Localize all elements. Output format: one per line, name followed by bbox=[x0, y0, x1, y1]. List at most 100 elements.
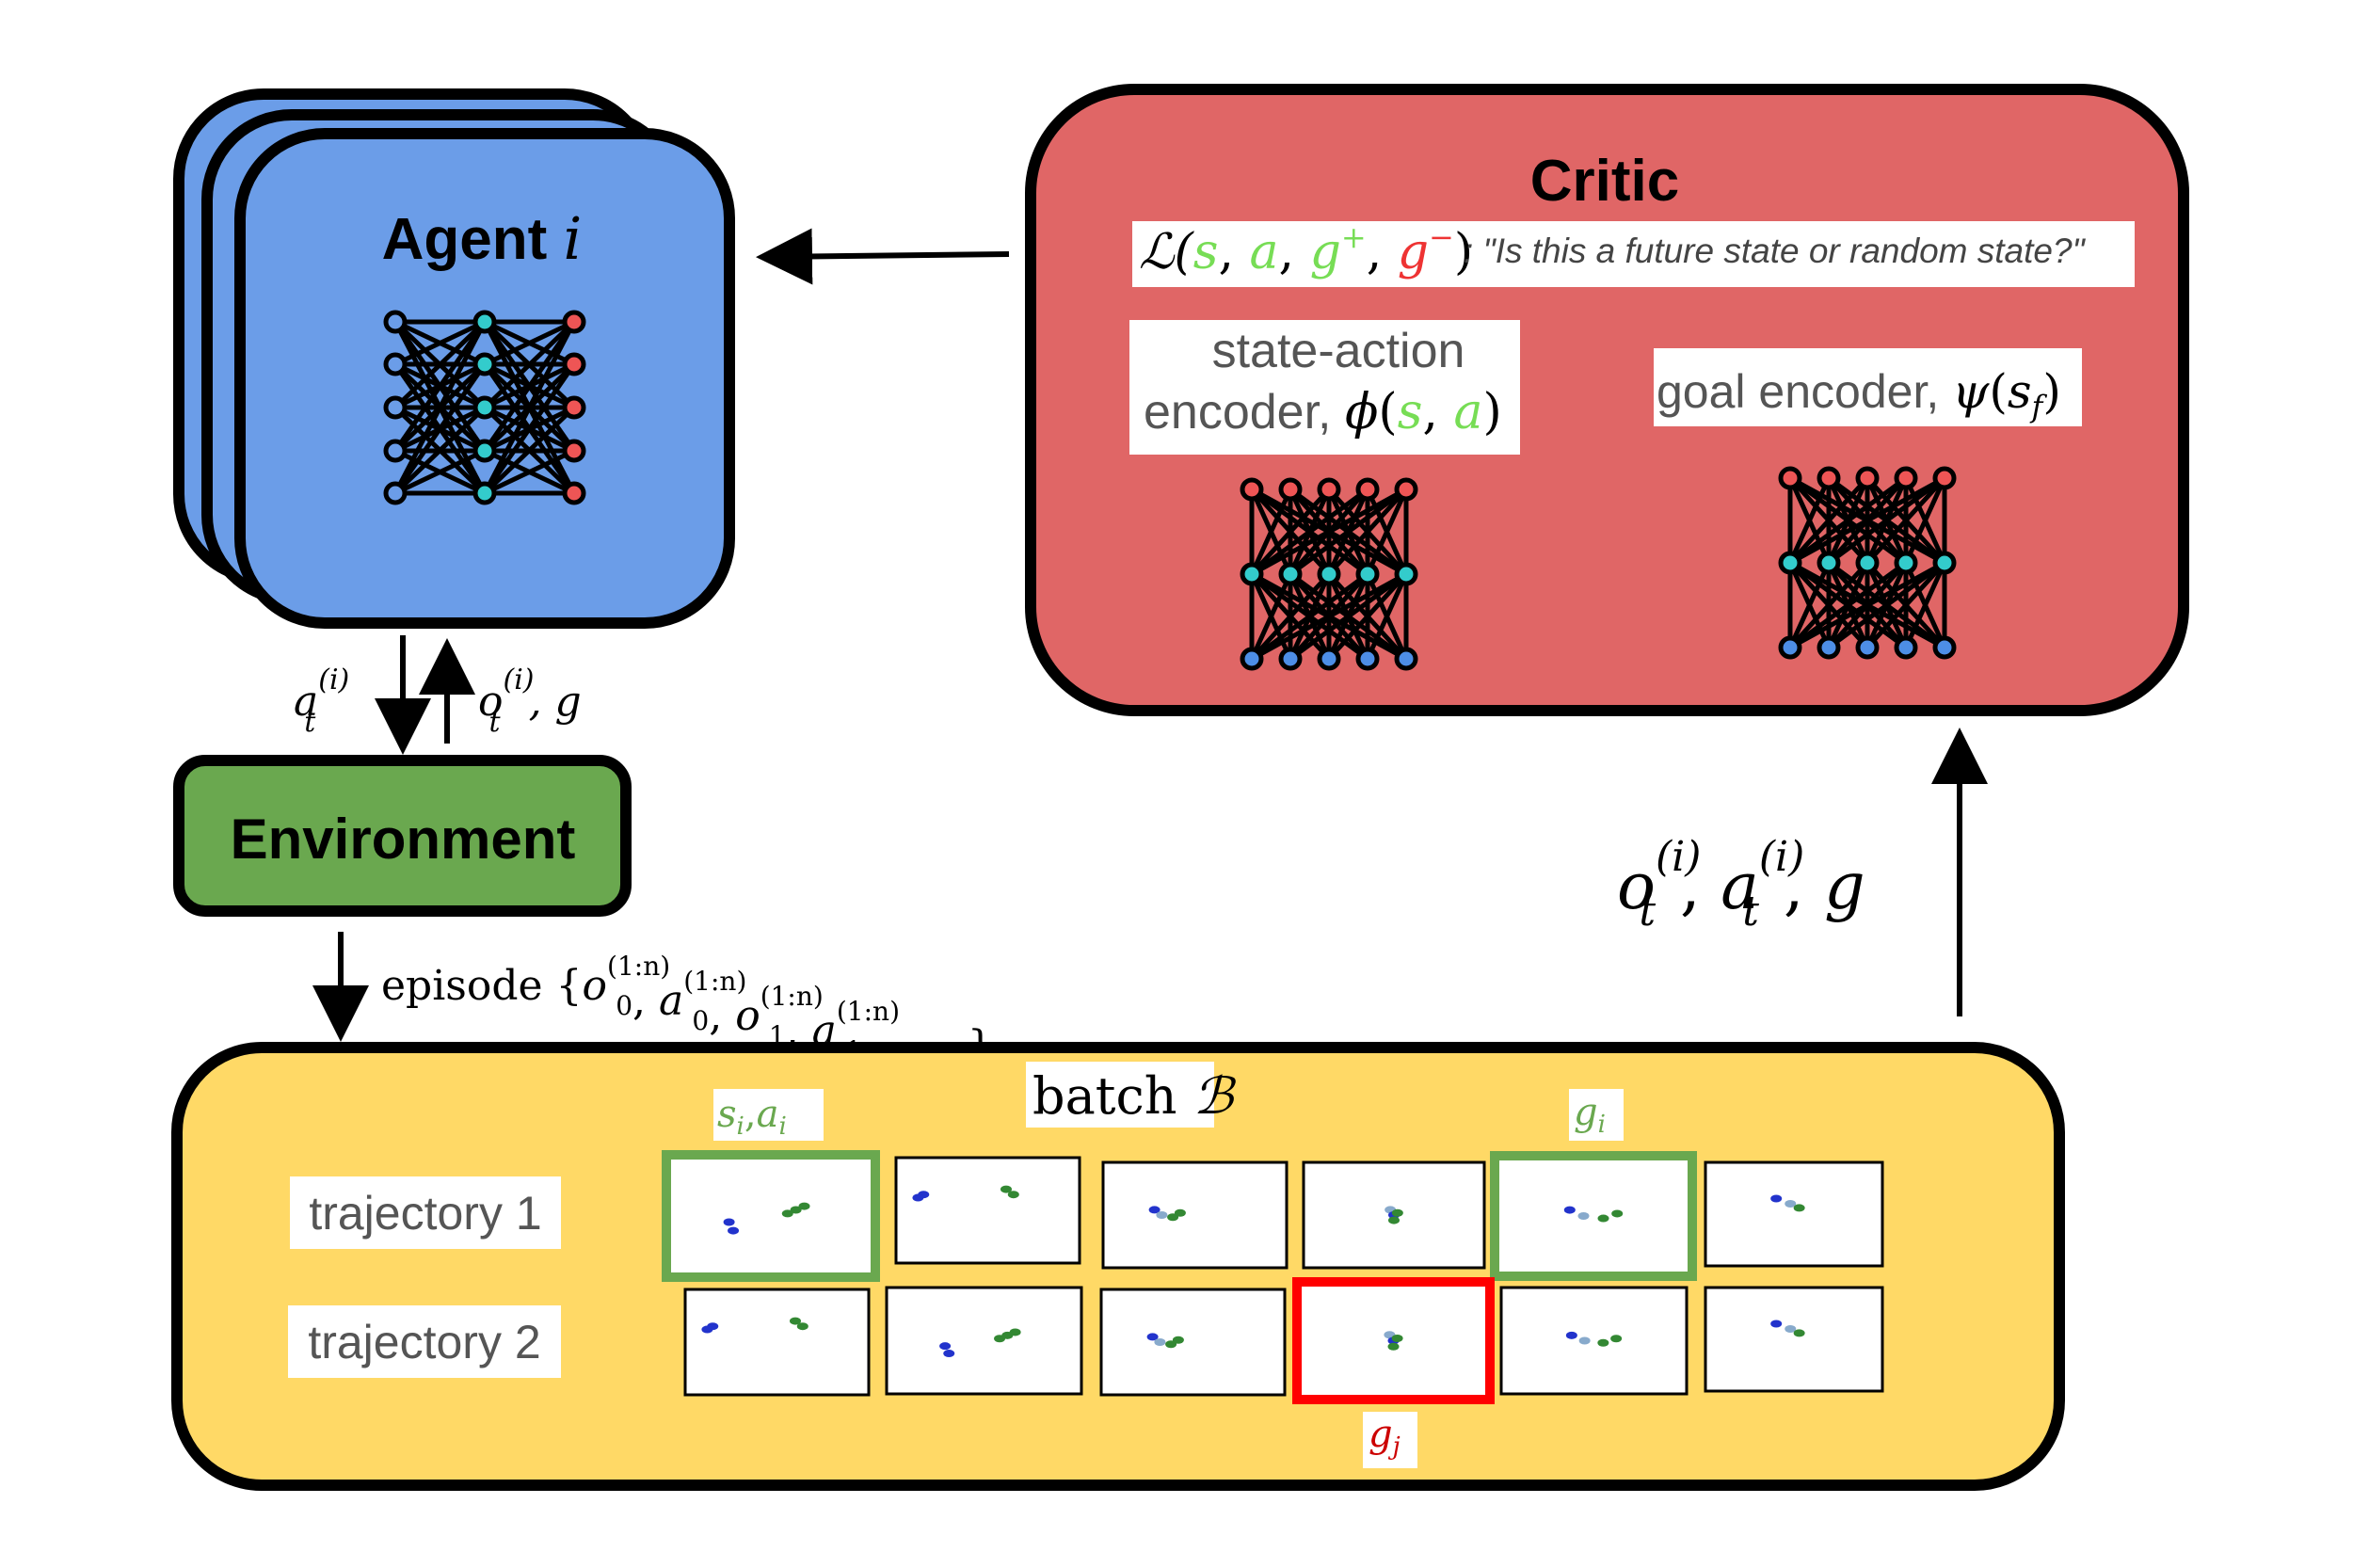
network-node bbox=[1894, 635, 1918, 660]
state-dot bbox=[796, 1322, 808, 1331]
network-node bbox=[1817, 466, 1841, 490]
state-dot bbox=[1793, 1204, 1805, 1212]
trajectory-2-label: trajectory 2 bbox=[308, 1316, 540, 1368]
state-dot bbox=[1156, 1211, 1168, 1219]
state-dot bbox=[1785, 1200, 1797, 1208]
network-edge bbox=[1327, 488, 1408, 576]
gi-marker: gi bbox=[1574, 1091, 1606, 1139]
state-dot bbox=[939, 1342, 952, 1351]
network-node bbox=[1894, 466, 1918, 490]
trajectory-2-frame bbox=[1099, 1288, 1287, 1397]
network-node bbox=[1817, 551, 1841, 575]
network-node bbox=[1317, 477, 1341, 502]
network-node bbox=[1355, 562, 1380, 586]
network-node bbox=[1240, 477, 1264, 502]
state-dot bbox=[994, 1335, 1006, 1343]
state-dot bbox=[1387, 1342, 1400, 1351]
critic-input-label: o(i)t, a(i)t, g bbox=[1617, 833, 1865, 936]
state-dot bbox=[1611, 1209, 1624, 1218]
episode-label: episode {o(1:n)0, a(1:n)0, o(1:n)1, a(1:… bbox=[381, 951, 994, 1070]
network-node bbox=[1278, 647, 1303, 671]
batch-panel: batch ℬ trajectory 1 trajectory 2 si,ai … bbox=[171, 1042, 2065, 1491]
network-edge bbox=[393, 319, 487, 367]
network-edge bbox=[1788, 560, 1946, 650]
network-edge bbox=[1788, 560, 1908, 650]
network-edge bbox=[1365, 572, 1409, 661]
network-node bbox=[383, 310, 408, 334]
state-dot bbox=[798, 1202, 810, 1210]
network-node bbox=[383, 395, 408, 420]
trajectory-1-frame bbox=[1704, 1160, 1884, 1268]
trajectory-1-box bbox=[290, 1176, 561, 1249]
state-dot bbox=[1793, 1329, 1805, 1337]
network-node bbox=[562, 439, 586, 463]
network-edge bbox=[1250, 572, 1331, 661]
network-node bbox=[1394, 562, 1418, 586]
batch-title: batch ℬ bbox=[1032, 1066, 1237, 1126]
network-edge bbox=[393, 448, 487, 496]
gi-marker-box bbox=[1569, 1089, 1624, 1141]
network-node bbox=[1278, 562, 1303, 586]
state-dot bbox=[1154, 1338, 1166, 1346]
network-node bbox=[1317, 562, 1341, 586]
state-dot bbox=[943, 1350, 955, 1358]
network-edge bbox=[1289, 487, 1408, 577]
environment-box bbox=[173, 755, 632, 917]
state-dot bbox=[1391, 1335, 1403, 1342]
network-node bbox=[1240, 562, 1264, 586]
goal-encoder-box bbox=[1654, 348, 2082, 426]
goal-encoder-label: goal encoder, ψ(sf) bbox=[1657, 364, 2061, 424]
network-edge bbox=[1903, 476, 1947, 565]
network-node bbox=[472, 352, 497, 376]
network-node bbox=[1817, 635, 1841, 660]
network-node bbox=[472, 439, 497, 463]
network-edge bbox=[1865, 561, 1946, 649]
state-dot bbox=[723, 1218, 735, 1226]
network-node bbox=[1394, 477, 1418, 502]
observation-label: o(i)t, g bbox=[478, 664, 582, 739]
state-dot bbox=[1174, 1208, 1186, 1217]
state-dot bbox=[1785, 1325, 1797, 1333]
network-edge bbox=[1827, 560, 1946, 650]
state-dot bbox=[1610, 1335, 1623, 1343]
state-dot bbox=[1146, 1333, 1159, 1341]
network-edge bbox=[1365, 488, 1409, 576]
network-node bbox=[562, 481, 586, 505]
network-edge bbox=[482, 320, 577, 495]
network-node bbox=[383, 439, 408, 463]
state-dot bbox=[1000, 1185, 1012, 1193]
goal-encoder-network-icon bbox=[1778, 466, 1957, 660]
state-dot bbox=[1770, 1320, 1783, 1328]
network-node bbox=[1355, 477, 1380, 502]
state-dot bbox=[1009, 1328, 1021, 1336]
network-edge bbox=[483, 320, 576, 409]
state-action-encoder-line2: encoder, ϕ(s, a) bbox=[1144, 384, 1502, 440]
si-ai-marker-box bbox=[713, 1089, 824, 1141]
network-node bbox=[383, 352, 408, 376]
trajectory-frames bbox=[662, 1150, 1884, 1404]
network-edge bbox=[392, 320, 488, 453]
agent-network-icon bbox=[383, 310, 586, 505]
state-dot bbox=[1172, 1336, 1184, 1344]
trajectory-2-frame bbox=[1499, 1286, 1689, 1396]
state-dot bbox=[1007, 1191, 1019, 1199]
action-label: a(i)t bbox=[294, 664, 349, 739]
network-edge bbox=[1249, 572, 1293, 661]
trajectory-1-frame bbox=[1101, 1160, 1289, 1270]
network-node bbox=[1240, 647, 1264, 671]
network-node bbox=[472, 395, 497, 420]
critic-panel: Critic ℒ(s, a, g+, g−) : "Is this a futu… bbox=[1025, 84, 2189, 716]
network-edge bbox=[1250, 487, 1408, 577]
state-dot bbox=[1167, 1213, 1179, 1222]
network-edge bbox=[482, 362, 577, 495]
network-node bbox=[1778, 551, 1802, 575]
network-edge bbox=[1249, 488, 1293, 576]
state-dot bbox=[1578, 1336, 1591, 1345]
network-node bbox=[383, 481, 408, 505]
network-edge bbox=[1788, 476, 1869, 565]
loss-label-box bbox=[1132, 221, 2135, 287]
state-action-encoder-network-icon bbox=[1240, 477, 1418, 671]
state-dot bbox=[728, 1226, 740, 1235]
state-dot bbox=[1388, 1216, 1400, 1224]
network-edge bbox=[392, 320, 488, 495]
